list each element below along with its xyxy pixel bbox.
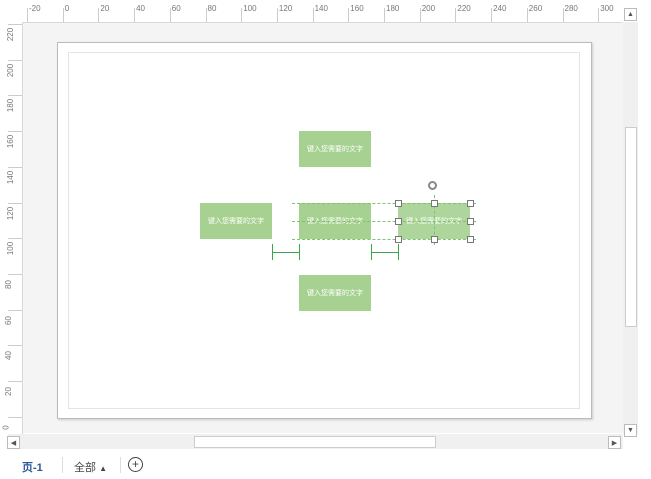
resize-handle[interactable] <box>395 236 402 243</box>
all-pages-button[interactable]: 全部 ▲ <box>74 459 107 475</box>
horizontal-scroll-thumb[interactable] <box>194 436 436 448</box>
ruler-tick <box>134 8 136 22</box>
scroll-up-button[interactable]: ▲ <box>624 8 637 21</box>
resize-handle[interactable] <box>395 200 402 207</box>
ruler-tick <box>241 8 243 22</box>
ruler-tick <box>27 8 28 22</box>
ruler-label: 40 <box>136 4 145 13</box>
scroll-left-button[interactable]: ◀ <box>7 436 20 449</box>
shape-bottom[interactable]: 键入您需要的文字 <box>299 275 371 311</box>
ruler-label: 180 <box>386 4 400 13</box>
spacing-marker <box>299 244 300 260</box>
scroll-right-button[interactable]: ▶ <box>608 436 621 449</box>
vertical-scroll-thumb[interactable] <box>625 127 637 327</box>
resize-handle[interactable] <box>431 236 438 243</box>
page-margin <box>68 52 580 409</box>
ruler-tick <box>8 131 22 133</box>
rotate-handle-icon[interactable] <box>428 181 437 190</box>
ruler-tick <box>8 345 22 347</box>
resize-handle[interactable] <box>395 218 402 225</box>
ruler-tick <box>8 166 22 168</box>
all-pages-label: 全部 <box>74 462 96 474</box>
ruler-label: 200 <box>421 4 436 13</box>
ruler-tick <box>169 8 171 22</box>
ruler-label: 60 <box>171 4 181 13</box>
spacing-marker <box>398 244 399 260</box>
spacing-marker <box>272 244 273 260</box>
ruler-tick <box>348 8 350 22</box>
ruler-tick <box>491 8 493 22</box>
ruler-tick <box>205 8 207 22</box>
tab-page-1[interactable]: 页-1 <box>22 462 43 474</box>
ruler-tick <box>8 59 22 61</box>
divider <box>120 457 121 473</box>
equal-spacing-arrow <box>372 252 398 253</box>
resize-handle[interactable] <box>467 218 474 225</box>
ruler-tick <box>8 381 22 382</box>
ruler-label: 80 <box>207 4 217 13</box>
ruler-tick <box>8 309 22 311</box>
ruler-tick <box>8 416 22 418</box>
ruler-tick <box>98 8 100 22</box>
ruler-tick <box>455 8 457 22</box>
ruler-tick <box>419 8 421 22</box>
ruler-label: 220 <box>457 4 471 13</box>
ruler-label: 140 <box>6 170 16 184</box>
resize-handle[interactable] <box>467 236 474 243</box>
ruler-label: 120 <box>6 206 16 220</box>
ruler-label: 200 <box>6 63 16 77</box>
scroll-down-button[interactable]: ▼ <box>624 424 637 437</box>
ruler-label: 240 <box>493 4 507 13</box>
ruler-tick <box>276 8 278 22</box>
ruler-label: 60 <box>3 315 13 325</box>
ruler-label: 40 <box>3 351 13 361</box>
ruler-label: -20 <box>29 4 41 13</box>
ruler-tick <box>312 8 314 22</box>
ruler-tick <box>384 8 385 22</box>
ruler-tick <box>8 273 22 275</box>
ruler-label: 140 <box>314 4 328 13</box>
ruler-label: 100 <box>243 4 257 13</box>
spacing-marker <box>371 244 372 260</box>
divider <box>62 457 63 473</box>
alignment-guide-bottom <box>292 239 476 240</box>
horizontal-ruler: -20 0 20 40 60 80 100 120 140 160 180 200 220 240 260 2… <box>0 0 622 23</box>
shape-top[interactable]: 键入您需要的文字 <box>299 131 371 167</box>
alignment-guide-top <box>292 203 476 204</box>
ruler-label: 260 <box>528 4 543 13</box>
resize-handle[interactable] <box>431 200 438 207</box>
ruler-label: 120 <box>278 4 293 13</box>
ruler-label: 300 <box>600 4 614 13</box>
ruler-tick <box>562 8 564 22</box>
resize-handle[interactable] <box>467 200 474 207</box>
ruler-label: 160 <box>350 4 364 13</box>
equal-spacing-arrow <box>273 252 299 253</box>
ruler-tick <box>62 8 64 22</box>
ruler-label: 20 <box>3 387 13 396</box>
ruler-label: 0 <box>64 4 70 13</box>
ruler-label: 160 <box>6 134 16 149</box>
ruler-label: 80 <box>3 279 13 289</box>
caret-up-icon: ▲ <box>99 464 107 473</box>
alignment-guide-vertical <box>434 195 435 245</box>
page-tabs-bar: 页-1 全部 ▲ + <box>0 452 651 479</box>
ruler-label: 100 <box>6 242 16 256</box>
ruler-label: 0 <box>1 424 11 430</box>
ruler-tick <box>8 24 22 25</box>
ruler-tick <box>8 95 22 97</box>
add-page-icon[interactable]: + <box>128 457 143 472</box>
ruler-label: 280 <box>564 4 578 13</box>
alignment-guide-middle <box>292 221 476 222</box>
ruler-tick <box>8 238 22 240</box>
ruler-label: 180 <box>6 99 16 113</box>
ruler-tick <box>8 202 22 204</box>
ruler-label: 220 <box>6 27 16 42</box>
shape-left[interactable]: 键入您需要的文字 <box>200 203 272 239</box>
ruler-tick <box>598 8 600 22</box>
ruler-label: 20 <box>100 4 110 13</box>
ruler-tick <box>526 8 528 22</box>
